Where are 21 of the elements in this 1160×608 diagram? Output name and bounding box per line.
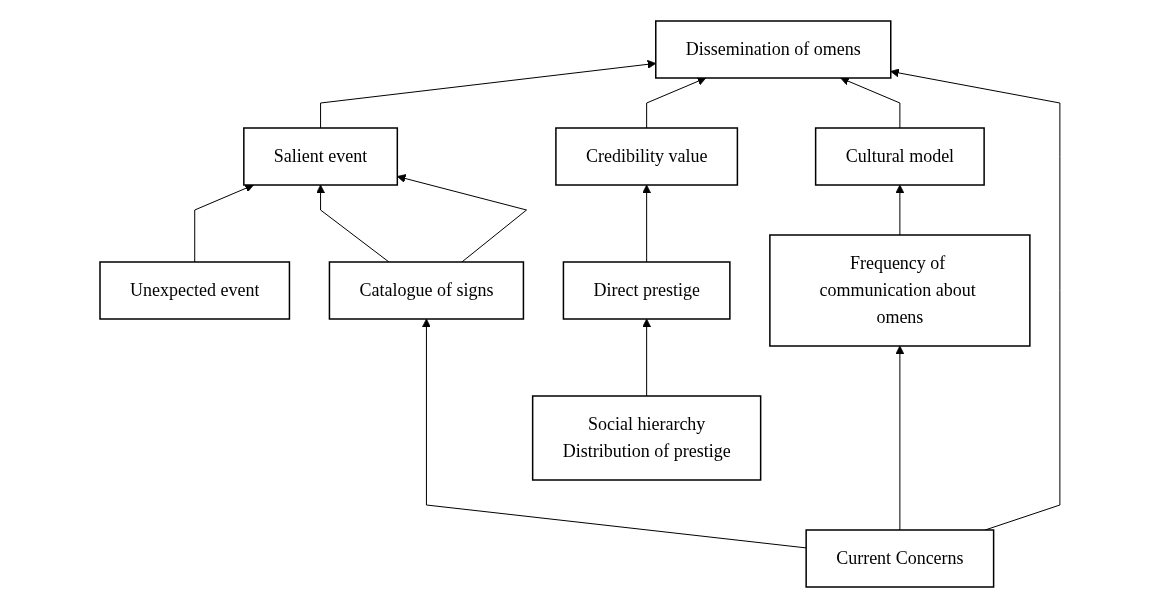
arrow [895, 184, 905, 236]
arrow [316, 184, 390, 263]
arrow [194, 184, 254, 263]
node-box: Cultural model [814, 127, 985, 186]
arrow [890, 68, 1061, 531]
node-box: Salient event [243, 127, 399, 186]
node-box: Dissemination of omens [655, 20, 892, 79]
node-box: Current Concerns [805, 529, 995, 588]
arrow [422, 318, 807, 549]
arrow [895, 345, 905, 531]
node-box: Catalogue of signs [328, 261, 525, 320]
node-box: Unexpected event [99, 261, 291, 320]
arrow [642, 184, 652, 263]
arrow [397, 174, 528, 263]
arrow [646, 77, 707, 129]
arrow [642, 318, 652, 397]
arrow [840, 77, 901, 129]
node-box: Credibility value [555, 127, 739, 186]
node-box: Social hierarchy Distribution of prestige [531, 395, 762, 481]
node-box: Direct prestige [562, 261, 731, 320]
node-box: Frequency of communication about omens [769, 234, 1031, 347]
